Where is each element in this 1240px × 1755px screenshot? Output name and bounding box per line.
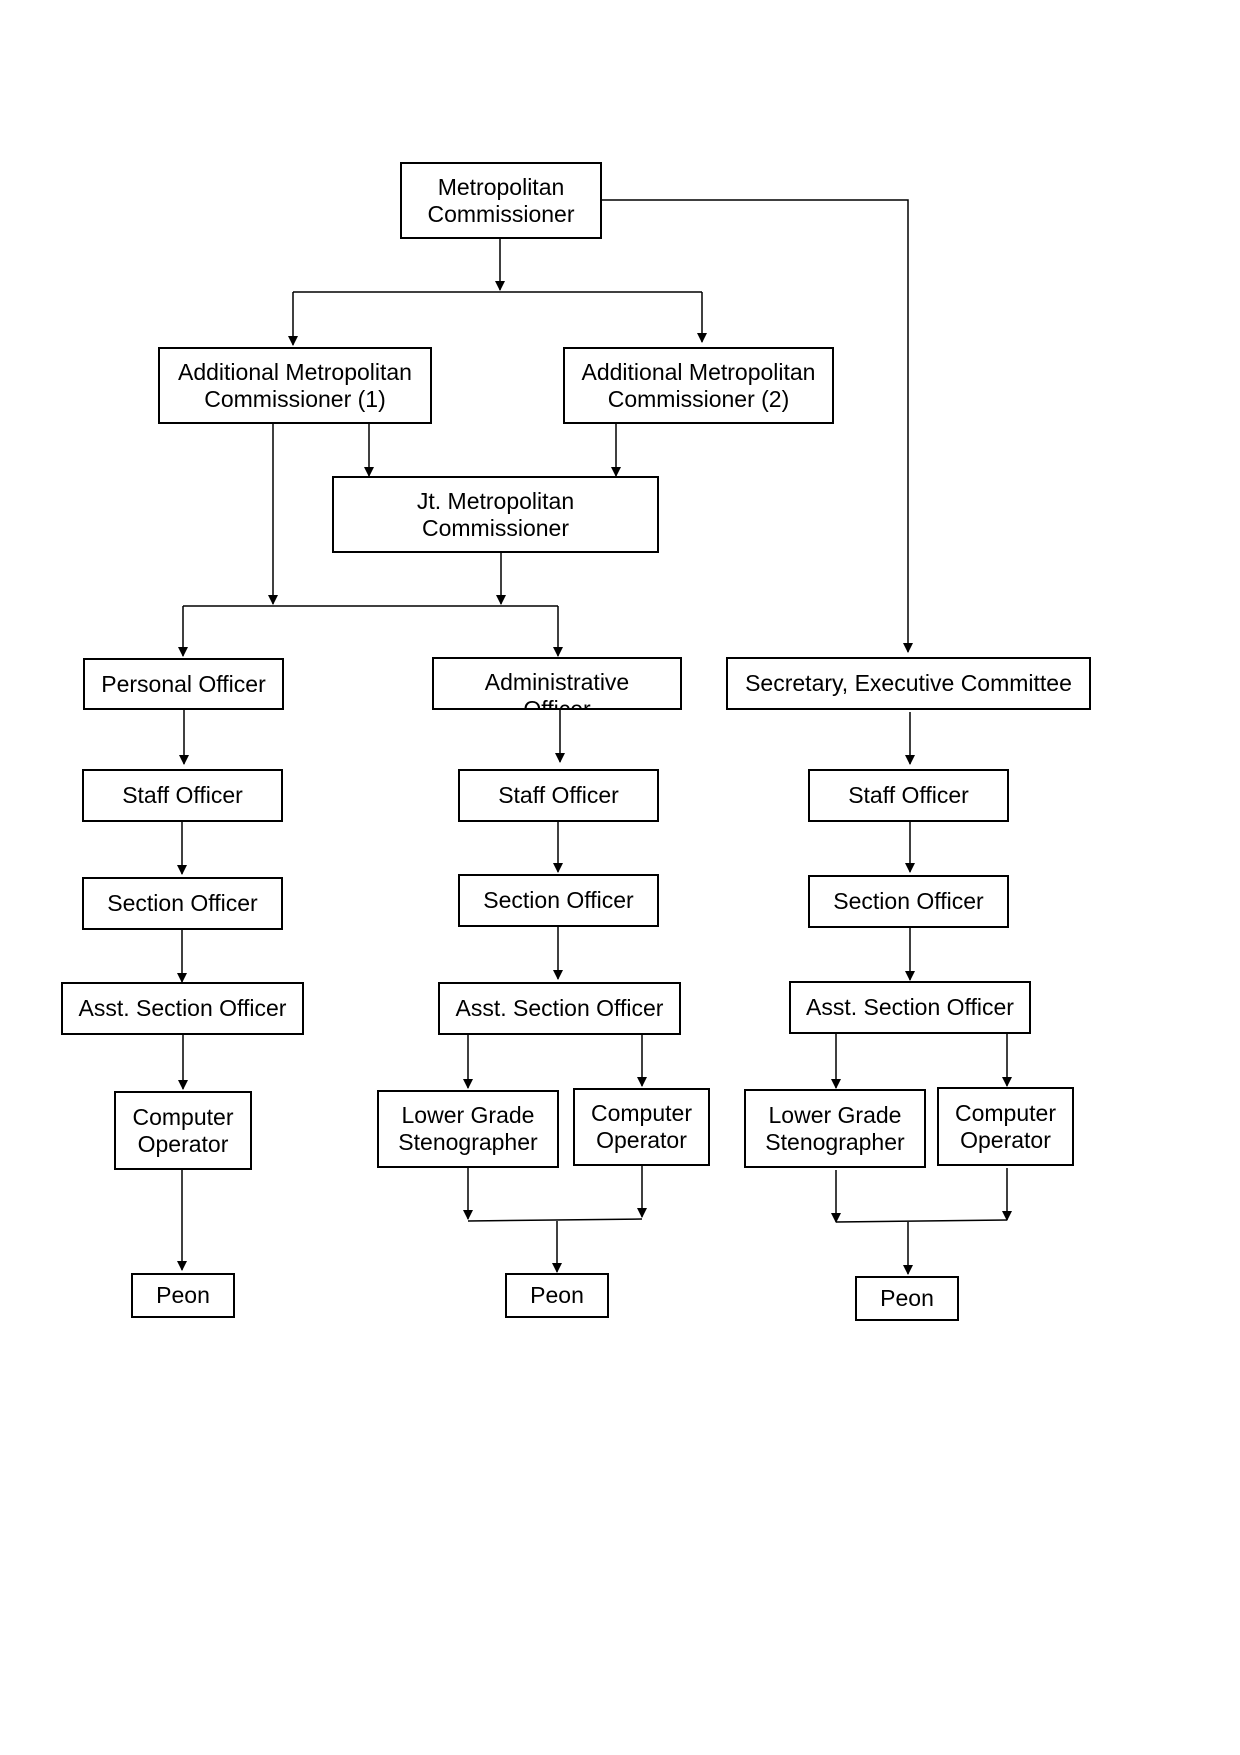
node-col3-computer-operator: Computer Operator [937, 1087, 1074, 1166]
node-col3-asst-section-officer: Asst. Section Officer [789, 981, 1031, 1034]
connector-col3-peon-bus [835, 1219, 1008, 1223]
node-additional-metropolitan-commissioner-2: Additional Metropolitan Commissioner (2) [563, 347, 834, 424]
node-col1-computer-operator: Computer Operator [114, 1091, 252, 1170]
node-col2-asst-section-officer: Asst. Section Officer [438, 982, 681, 1035]
node-secretary-executive-committee: Secretary, Executive Committee [726, 657, 1091, 710]
node-col1-section-officer: Section Officer [82, 877, 283, 930]
connector-mc-to-secretary [602, 199, 913, 653]
node-col3-lower-grade-stenographer: Lower Grade Stenographer [744, 1089, 926, 1168]
node-col2-section-officer: Section Officer [458, 874, 659, 927]
node-col3-peon: Peon [855, 1276, 959, 1321]
node-col2-staff-officer: Staff Officer [458, 769, 659, 822]
node-personal-officer: Personal Officer [83, 658, 284, 710]
node-jt-metropolitan-commissioner: Jt. Metropolitan Commissioner [332, 476, 659, 553]
node-col2-computer-operator: Computer Operator [573, 1088, 710, 1166]
node-col2-lower-grade-stenographer: Lower Grade Stenographer [377, 1090, 559, 1168]
node-col3-section-officer: Section Officer [808, 875, 1009, 928]
node-col1-peon: Peon [131, 1273, 235, 1318]
node-col3-staff-officer: Staff Officer [808, 769, 1009, 822]
node-additional-metropolitan-commissioner-1: Additional Metropolitan Commissioner (1) [158, 347, 432, 424]
node-col1-asst-section-officer: Asst. Section Officer [61, 982, 304, 1035]
node-col1-staff-officer: Staff Officer [82, 769, 283, 822]
connector-col2-peon-bus [467, 1218, 643, 1222]
node-administrative-officer: Administrative Officer [432, 657, 682, 710]
node-col2-peon: Peon [505, 1273, 609, 1318]
node-metropolitan-commissioner: Metropolitan Commissioner [400, 162, 602, 239]
